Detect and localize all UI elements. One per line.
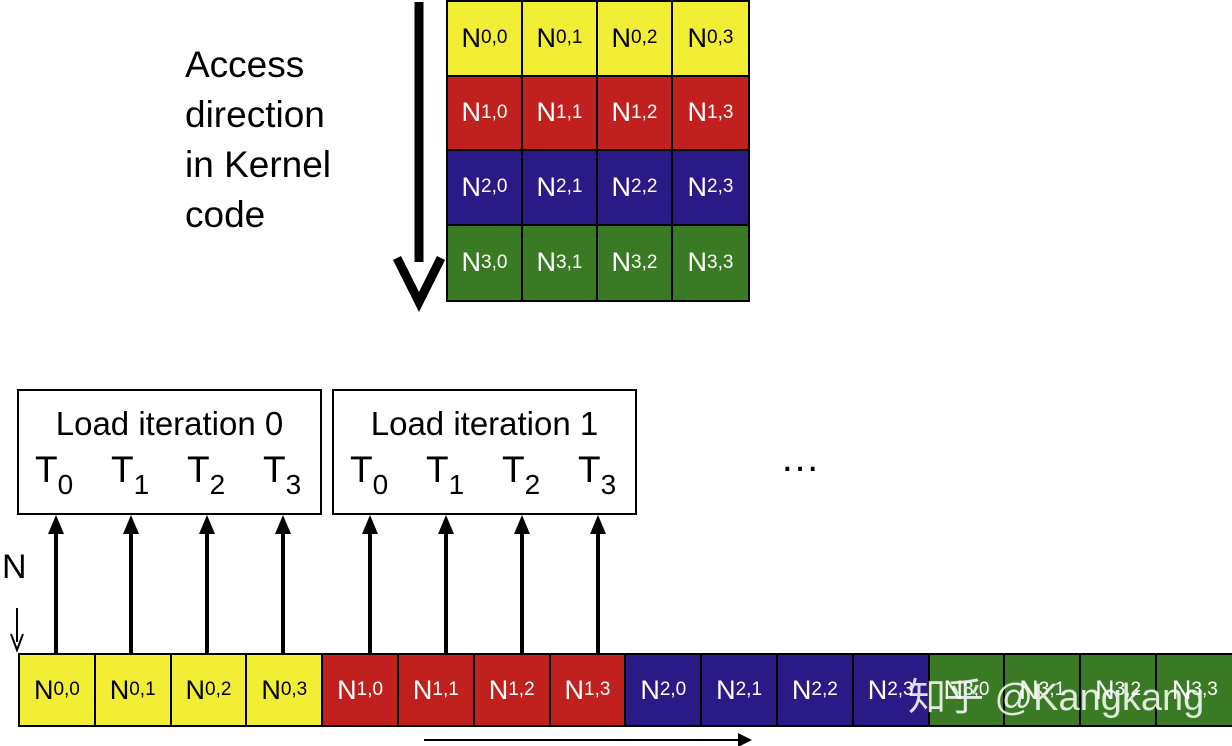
watermark: 知乎 @Kangkang — [908, 677, 1205, 719]
caption-line: Access — [185, 44, 305, 85]
ellipsis: … — [780, 436, 822, 480]
thread-label: T0 — [35, 449, 74, 500]
load-iteration-0-title: Load iteration 0 — [55, 405, 284, 442]
caption-line: code — [185, 194, 266, 235]
matrix-cell: N 1,2 — [598, 76, 673, 151]
access-direction-arrow-head — [392, 255, 446, 313]
n-down-arrow-head — [10, 633, 24, 653]
thread-label: T3 — [578, 449, 617, 500]
caption-line: direction — [185, 94, 325, 135]
access-direction-caption: Access direction in Kernel code — [185, 40, 331, 240]
matrix-cell: N 1,1 — [523, 76, 598, 151]
load-iteration-1-title: Load iteration 1 — [370, 405, 599, 442]
thread-label: T0 — [350, 449, 389, 500]
thread-label: T2 — [502, 449, 541, 500]
matrix-cell: N 1,3 — [673, 76, 748, 151]
load-iteration-1-box: Load iteration 1 T0 T1 T2 T3 — [332, 389, 637, 515]
thread-label: T1 — [426, 449, 465, 500]
thread-label: T1 — [111, 449, 150, 500]
n-label: N — [2, 548, 27, 586]
thread-arrows-iteration-1 — [362, 515, 606, 653]
thread-label: T3 — [263, 449, 302, 500]
bottom-direction-arrow-head — [738, 733, 752, 746]
load-iteration-0-box: Load iteration 0 T0 T1 T2 T3 — [17, 389, 322, 515]
thread-arrows-iteration-0 — [48, 515, 291, 653]
caption-line: in Kernel — [185, 144, 332, 185]
thread-label: T2 — [187, 449, 226, 500]
